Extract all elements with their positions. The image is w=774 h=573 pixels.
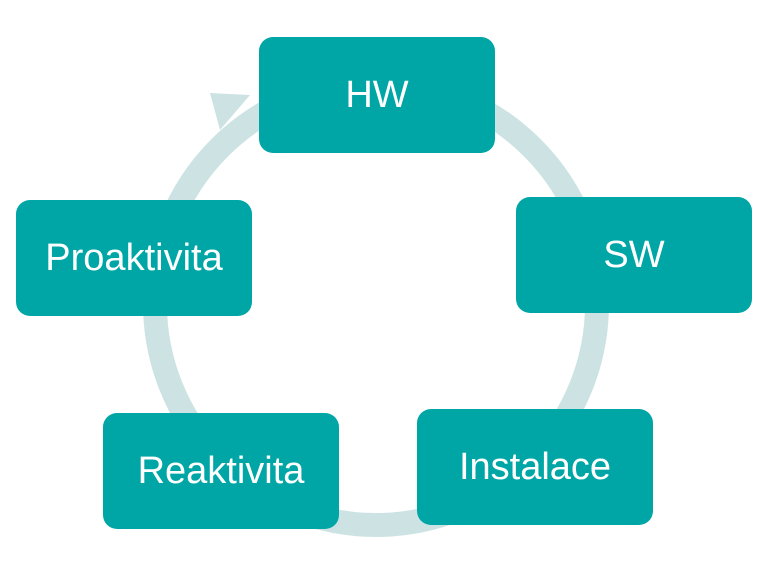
node-instalace: Instalace — [417, 409, 653, 525]
node-hw-label: HW — [345, 74, 409, 116]
cycle-arrowhead-icon — [210, 93, 250, 130]
node-reaktivita-label: Reaktivita — [137, 450, 305, 492]
node-sw: SW — [516, 197, 752, 313]
node-proaktivita: Proaktivita — [16, 200, 252, 316]
node-instalace-label: Instalace — [458, 446, 612, 488]
node-proaktivita-label: Proaktivita — [45, 237, 223, 279]
node-hw: HW — [259, 37, 495, 153]
node-sw-label: SW — [603, 234, 665, 276]
node-reaktivita: Reaktivita — [103, 413, 339, 529]
